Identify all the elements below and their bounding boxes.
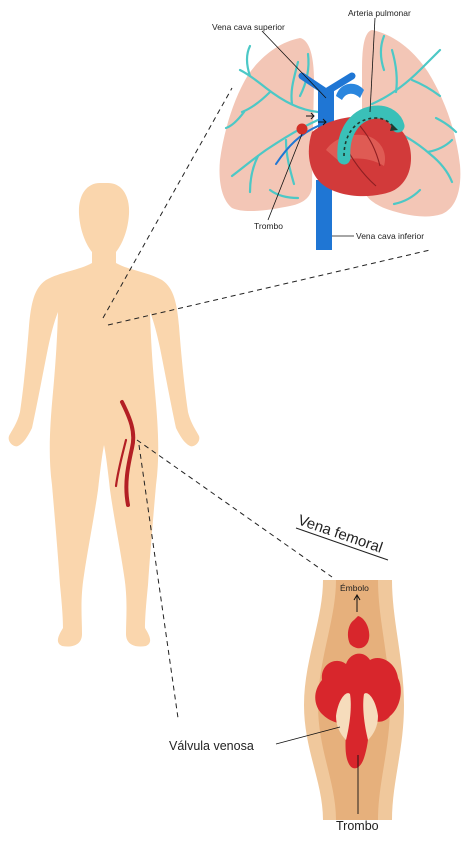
lung-thrombus <box>297 124 308 135</box>
label-venous-valve: Válvula venosa <box>169 739 254 753</box>
connector-thigh-to-vein-top <box>137 440 332 577</box>
human-body-silhouette <box>9 183 200 647</box>
label-inferior-vena-cava: Vena cava inferior <box>356 231 424 241</box>
label-embolus: Émbolo <box>340 583 369 593</box>
label-thrombus-vein: Trombo <box>336 819 379 833</box>
label-thrombus-lung: Trombo <box>254 221 283 231</box>
femoral-vein-title: Vena femoral <box>296 512 385 557</box>
lungs-heart-inset: Vena cava superior Arteria pulmonar Trom… <box>212 8 460 250</box>
label-superior-vena-cava: Vena cava superior <box>212 22 285 32</box>
femoral-vein-inset: Vena femoral Émbolo Válvula venosa Tromb… <box>169 512 404 833</box>
label-pulmonary-artery: Arteria pulmonar <box>348 8 411 18</box>
body-outline <box>9 183 200 647</box>
inferior-vena-cava <box>316 180 332 250</box>
